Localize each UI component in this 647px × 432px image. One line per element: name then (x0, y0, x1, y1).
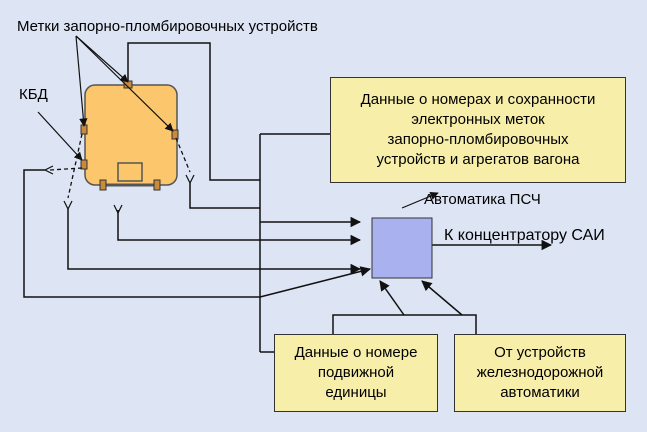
wagon-wheel-left (99, 179, 107, 191)
connection-lines (23, 42, 553, 353)
label-leaders (37, 35, 439, 209)
seal-data-box: Данные о номерах и сохранности электронн… (330, 77, 626, 183)
automation-unit (371, 217, 433, 279)
vehicle-number-line: Данные о номере (294, 344, 418, 361)
railway-automation-box: От устройств железнодорожной автоматики (454, 334, 626, 412)
vehicle-number-line: единицы (325, 384, 387, 401)
wagon-window (117, 162, 143, 182)
concentrator-label: К концентратору САИ (444, 227, 605, 244)
railway-automation-line: От устройств (494, 344, 586, 361)
radio-signals (49, 133, 191, 199)
automation-label: Автоматика ПСЧ (424, 191, 541, 208)
marker-right (171, 129, 179, 140)
vehicle-number-box: Данные о номере подвижной единицы (274, 334, 438, 412)
railway-automation-line: автоматики (500, 384, 580, 401)
seal-data-line: запорно-пломбировочных (387, 131, 569, 148)
marker-left-lower (80, 159, 88, 170)
seal-data-line: Данные о номерах и сохранности (360, 91, 596, 108)
seal-data-line: устройств и агрегатов вагона (376, 151, 580, 168)
kbd-label: КБД (19, 86, 48, 103)
wagon-wheel-right (153, 179, 161, 191)
seal-marks-label: Метки запорно-пломбировочных устройств (17, 18, 318, 35)
marker-left-upper (80, 124, 88, 135)
vehicle-number-line: подвижной (317, 364, 395, 381)
wagon (80, 80, 179, 191)
seal-data-line: электронных меток (411, 111, 545, 128)
railway-automation-line: железнодорожной (476, 364, 604, 381)
